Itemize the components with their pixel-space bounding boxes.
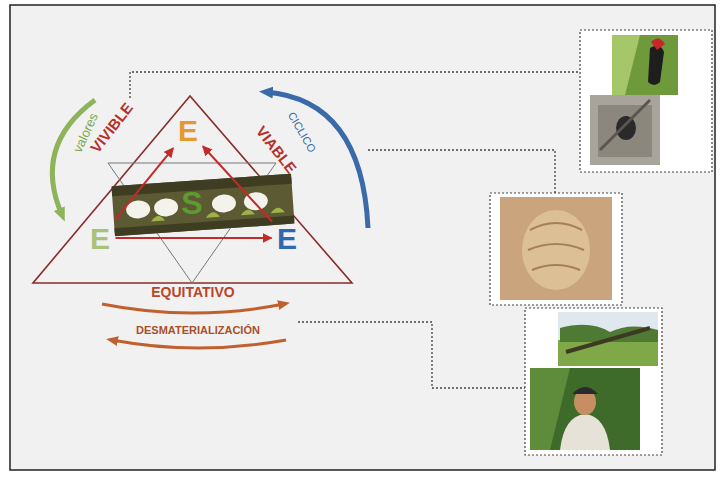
flow-arrow xyxy=(116,237,272,239)
letter-node: E xyxy=(274,220,301,257)
man-photo xyxy=(530,368,640,450)
outer-triangle xyxy=(33,96,352,283)
woodpecker-crest xyxy=(651,38,665,50)
base-label: EQUITATIVO xyxy=(151,285,234,300)
orange-arc xyxy=(112,340,286,348)
photo-frame xyxy=(525,308,662,455)
node-letter: E xyxy=(178,114,198,147)
ground xyxy=(598,105,652,157)
node-letter: E xyxy=(90,222,110,255)
flow-arrow xyxy=(203,146,272,222)
frame xyxy=(10,5,715,470)
flow-arrow xyxy=(115,148,173,220)
photo-frame xyxy=(490,193,622,305)
grass xyxy=(558,340,658,366)
bamboo-stem xyxy=(111,174,294,236)
leader-line xyxy=(368,150,555,193)
letter-node: S xyxy=(178,184,206,224)
woodpecker xyxy=(648,46,664,85)
shirt xyxy=(560,414,610,450)
hair xyxy=(572,387,598,394)
nest-texture-photo xyxy=(500,197,612,300)
leader-line xyxy=(298,322,526,388)
nest xyxy=(522,210,590,290)
bamboo-pole xyxy=(566,328,650,352)
nest-texture xyxy=(528,223,584,270)
bamboo-hole xyxy=(211,194,236,214)
bamboo-photo xyxy=(111,174,294,236)
base-label: DESMATERIALIZACIÓN xyxy=(136,324,260,336)
bamboo-hole xyxy=(153,198,178,218)
landscape-photo xyxy=(558,312,658,366)
nest-photo xyxy=(590,95,660,165)
leader-line xyxy=(130,72,580,98)
stick xyxy=(600,100,650,150)
woodpecker-photo xyxy=(612,35,678,95)
node-letter: S xyxy=(181,186,202,221)
photo-frame xyxy=(580,30,712,172)
foliage xyxy=(612,35,640,95)
node-letter: E xyxy=(277,222,297,255)
hole xyxy=(616,116,636,140)
letter-node: E xyxy=(87,220,114,257)
bamboo-shadow xyxy=(114,216,294,237)
letter-node: E xyxy=(175,112,202,149)
orange-arc xyxy=(102,304,284,313)
